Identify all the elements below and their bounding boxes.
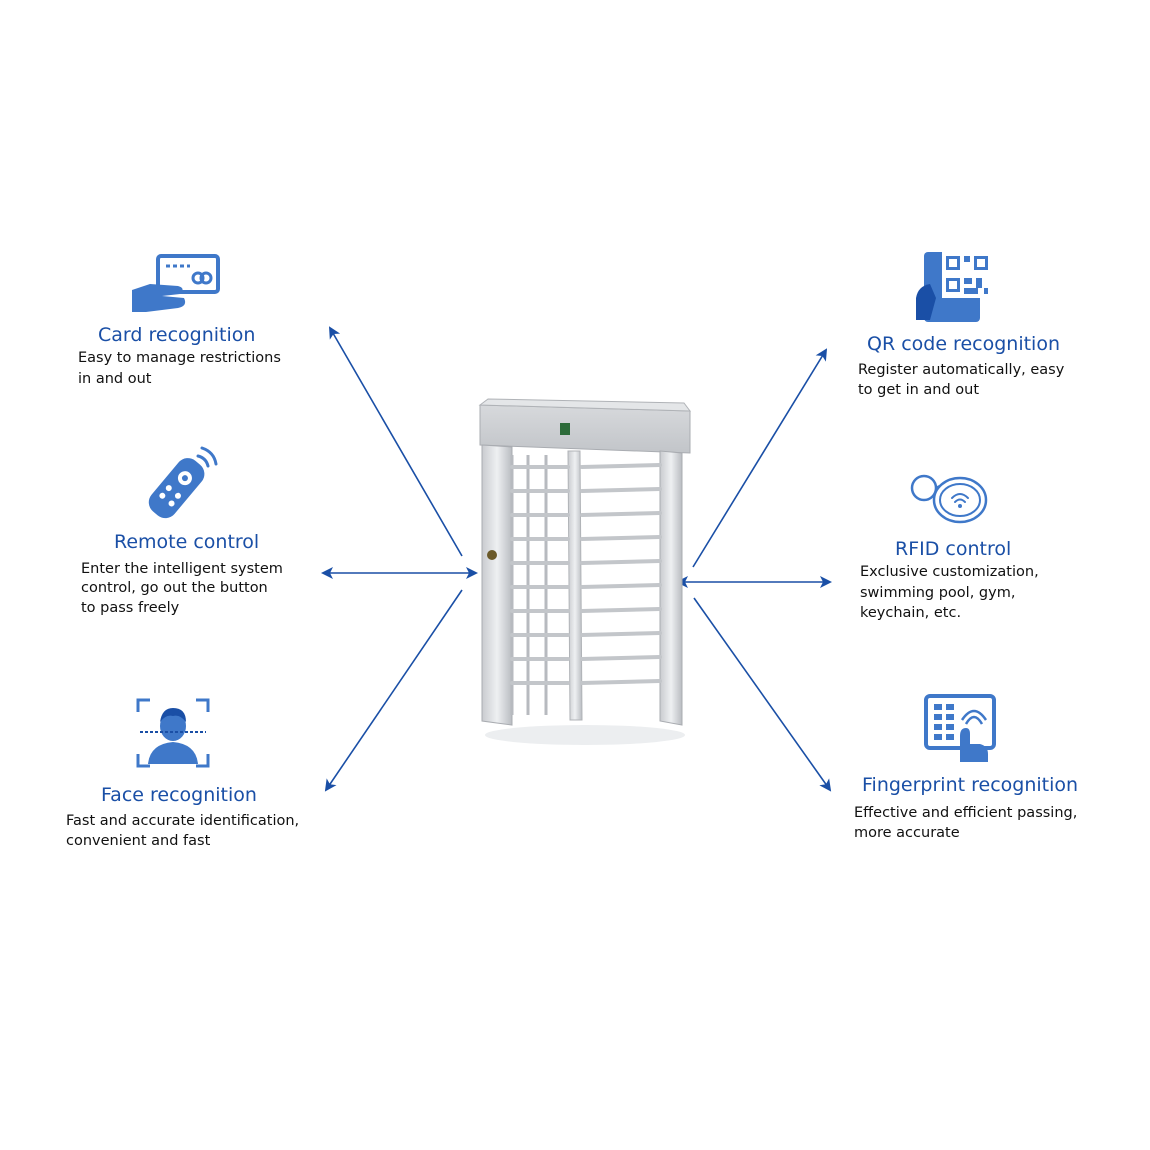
remote-control-icon — [148, 446, 218, 519]
feature-description-line: Easy to manage restrictions — [78, 350, 281, 366]
feature-description-line: Effective and efficient passing, — [854, 805, 1078, 821]
feature-description-line: swimming pool, gym, — [860, 585, 1016, 601]
feature-description-line: Enter the intelligent system — [81, 561, 283, 577]
feature-description-line: convenient and fast — [66, 833, 211, 849]
card-hand-icon — [132, 254, 220, 312]
qr-code-phone-icon — [916, 252, 992, 322]
feature-description-line: more accurate — [854, 825, 960, 841]
fingerprint-keypad-icon — [924, 694, 996, 762]
feature-title: Fingerprint recognition — [862, 774, 1079, 796]
feature-title: Face recognition — [101, 784, 257, 806]
feature-description-line: Register automatically, easy — [858, 362, 1065, 378]
rfid-tag-icon — [910, 474, 988, 524]
turnstile-gate-image — [478, 398, 692, 745]
feature-title: QR code recognition — [867, 333, 1060, 355]
arrow-face — [324, 589, 463, 792]
feature-description-line: to pass freely — [81, 600, 180, 616]
arrow-qr — [692, 348, 828, 568]
feature-title: Remote control — [114, 531, 260, 553]
feature-description-line: Exclusive customization, — [860, 564, 1039, 580]
feature-description-line: control, go out the button — [81, 580, 268, 596]
feature-title: RFID control — [895, 538, 1012, 560]
feature-description-line: keychain, etc. — [860, 605, 962, 621]
arrow-fingerprint — [693, 597, 832, 792]
feature-description-line: in and out — [78, 371, 152, 387]
feature-title: Card recognition — [98, 324, 256, 346]
arrow-card — [328, 326, 463, 557]
feature-description-line: to get in and out — [858, 382, 980, 398]
feature-description-line: Fast and accurate identification, — [66, 813, 300, 829]
face-scan-icon — [136, 698, 210, 768]
